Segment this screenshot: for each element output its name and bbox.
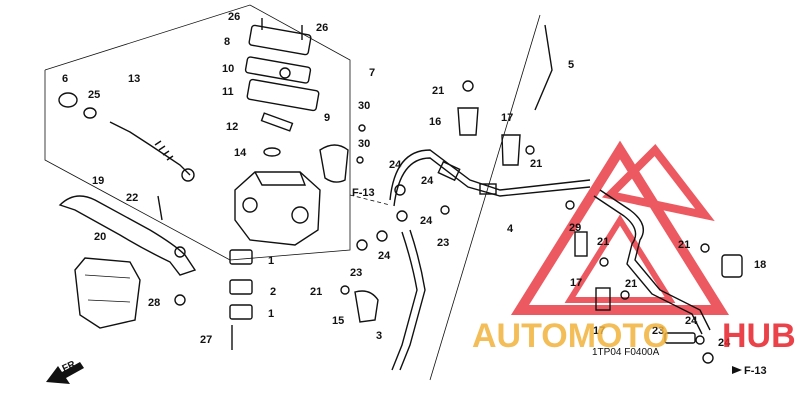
holder-clamp — [319, 144, 349, 183]
ref-arrow-icon — [732, 366, 742, 374]
label-21: 21 — [678, 239, 690, 251]
label-25: 25 — [88, 89, 100, 101]
part-labels: 26 26 8 10 11 7 6 13 25 12 14 9 30 30 19… — [62, 11, 766, 349]
label-30: 30 — [358, 100, 370, 112]
watermark-text-right: HUB — [722, 317, 796, 355]
label-21: 21 — [432, 85, 444, 97]
label-2: 2 — [270, 286, 276, 298]
switch-parts — [229, 249, 253, 350]
label-21: 21 — [625, 278, 637, 290]
label-6: 6 — [62, 73, 68, 85]
label-24: 24 — [685, 315, 698, 327]
lever-cover — [74, 257, 186, 329]
fittings — [340, 80, 743, 364]
label-26: 26 — [228, 11, 240, 23]
label-3: 3 — [376, 330, 382, 342]
label-17: 17 — [501, 112, 513, 124]
label-23: 23 — [652, 325, 664, 337]
label-30: 30 — [358, 138, 370, 150]
label-1: 1 — [268, 308, 274, 320]
label-17: 17 — [570, 277, 582, 289]
label-18: 18 — [754, 259, 766, 271]
watermark-text-left: AUTOMOTO — [472, 317, 669, 355]
fr-arrow-icon — [46, 362, 84, 384]
label-24: 24 — [378, 250, 391, 262]
label-12: 12 — [226, 121, 238, 133]
label-10: 10 — [222, 63, 234, 75]
hose-boundary-line — [429, 14, 541, 381]
label-24: 24 — [718, 337, 731, 349]
reservoir-cap-group — [244, 18, 320, 112]
label-13: 13 — [128, 73, 140, 85]
label-19: 19 — [92, 175, 104, 187]
label-9: 9 — [324, 112, 330, 124]
label-14: 14 — [234, 147, 247, 159]
fr-label: FR. — [61, 358, 80, 375]
label-7: 7 — [369, 67, 375, 79]
master-cylinder-frame — [44, 4, 351, 261]
label-23: 23 — [437, 237, 449, 249]
label-4: 4 — [507, 223, 514, 235]
label-29: 29 — [569, 222, 581, 234]
label-15: 15 — [332, 315, 344, 327]
label-20: 20 — [94, 231, 106, 243]
label-21: 21 — [597, 236, 609, 248]
label-21: 21 — [310, 286, 322, 298]
label-24: 24 — [389, 159, 402, 171]
label-26: 26 — [316, 22, 328, 34]
label-5: 5 — [568, 59, 574, 71]
ref-f13-bottom: F-13 — [744, 365, 767, 377]
label-23: 23 — [350, 267, 362, 279]
label-1: 1 — [268, 255, 274, 267]
label-24: 24 — [421, 175, 434, 187]
piston-kit — [58, 92, 195, 182]
label-16: 16 — [429, 116, 441, 128]
ref-f13-top: F-13 — [352, 187, 375, 199]
watermark-logo — [510, 140, 730, 315]
label-21: 21 — [530, 158, 542, 170]
label-8: 8 — [224, 36, 230, 48]
label-11: 11 — [222, 86, 234, 98]
brake-lever — [58, 195, 197, 276]
label-17: 17 — [593, 325, 605, 337]
label-24: 24 — [420, 215, 433, 227]
label-27: 27 — [200, 334, 212, 346]
label-28: 28 — [148, 297, 160, 309]
diagram-code: 1TP04 F0400A — [592, 347, 660, 358]
label-22: 22 — [126, 192, 138, 204]
master-cylinder-body — [234, 112, 321, 246]
